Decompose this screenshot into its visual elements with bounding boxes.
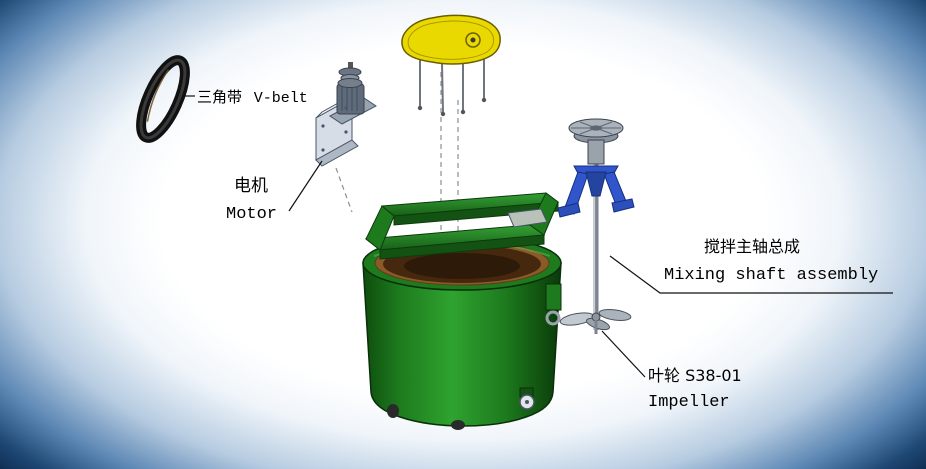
mixing-shaft-illustration	[557, 118, 635, 334]
frame-bearing-plate	[507, 208, 548, 228]
bracket-right-foot	[611, 198, 635, 213]
motor-leader	[288, 160, 323, 212]
impeller-leader	[601, 330, 646, 378]
bracket-gusset	[585, 171, 607, 197]
guard-studs	[419, 56, 485, 113]
motor-label-zh: 电机	[234, 176, 268, 196]
alignment-dashed-lines	[335, 72, 459, 238]
guard-hub-center	[470, 37, 476, 43]
tank-foot-center	[451, 420, 465, 430]
motor-illustration	[315, 62, 377, 167]
mount-frame-illustration	[364, 192, 560, 260]
motor-bolts	[321, 106, 348, 152]
label-motor: 电机 Motor	[226, 176, 277, 226]
mixing-shaft-label-zh: 搅拌主轴总成	[704, 237, 801, 256]
motor-body	[336, 83, 365, 115]
mixing-shaft-leader	[609, 255, 893, 294]
label-v-belt: 三角带 V-belt	[197, 88, 308, 109]
impeller-illustration	[559, 309, 632, 334]
tank-foot-left	[387, 404, 399, 418]
frame-left-cross	[365, 205, 395, 251]
shaft-bearing-housing	[587, 139, 605, 165]
label-mixing-shaft: 搅拌主轴总成 Mixing shaft assembly	[664, 237, 878, 286]
shaft-pulley	[568, 118, 624, 138]
motor-pulley	[337, 62, 363, 88]
belt-guard-illustration	[401, 14, 501, 117]
impeller-label-zh: 叶轮 S38-01	[648, 366, 742, 385]
tank-illustration	[362, 235, 562, 430]
v-belt-label-en: V-belt	[253, 90, 308, 107]
impeller-blade-right	[598, 309, 632, 321]
mixing-shaft-label-en: Mixing shaft assembly	[664, 266, 879, 285]
v-belt-highlight	[146, 69, 170, 122]
tank-caster-wheel	[519, 387, 535, 410]
shaft-mount-bracket	[557, 165, 635, 218]
belt-guard-cover	[401, 14, 501, 65]
frame-front-beam-side	[379, 234, 545, 260]
v-belt-sheen	[139, 58, 187, 140]
label-impeller: 叶轮 S38-01 Impeller	[648, 366, 742, 413]
leader-lines	[184, 95, 893, 378]
frame-back-beam-side	[393, 201, 559, 226]
tank-lifting-eye	[545, 310, 561, 326]
impeller-hub	[591, 312, 601, 322]
motor-label-en: Motor	[226, 205, 278, 225]
tank-side-bracket	[545, 283, 562, 311]
belt-guard-inner-line	[407, 20, 495, 60]
v-belt-label-zh: 三角带	[197, 88, 243, 106]
tank-interior-shadow	[404, 253, 520, 279]
impeller-label-en: Impeller	[648, 393, 730, 412]
v-belt-illustration	[136, 55, 190, 143]
tank-body	[362, 262, 562, 427]
bracket-left-foot	[557, 202, 581, 218]
guard-stud-tips	[417, 97, 487, 117]
